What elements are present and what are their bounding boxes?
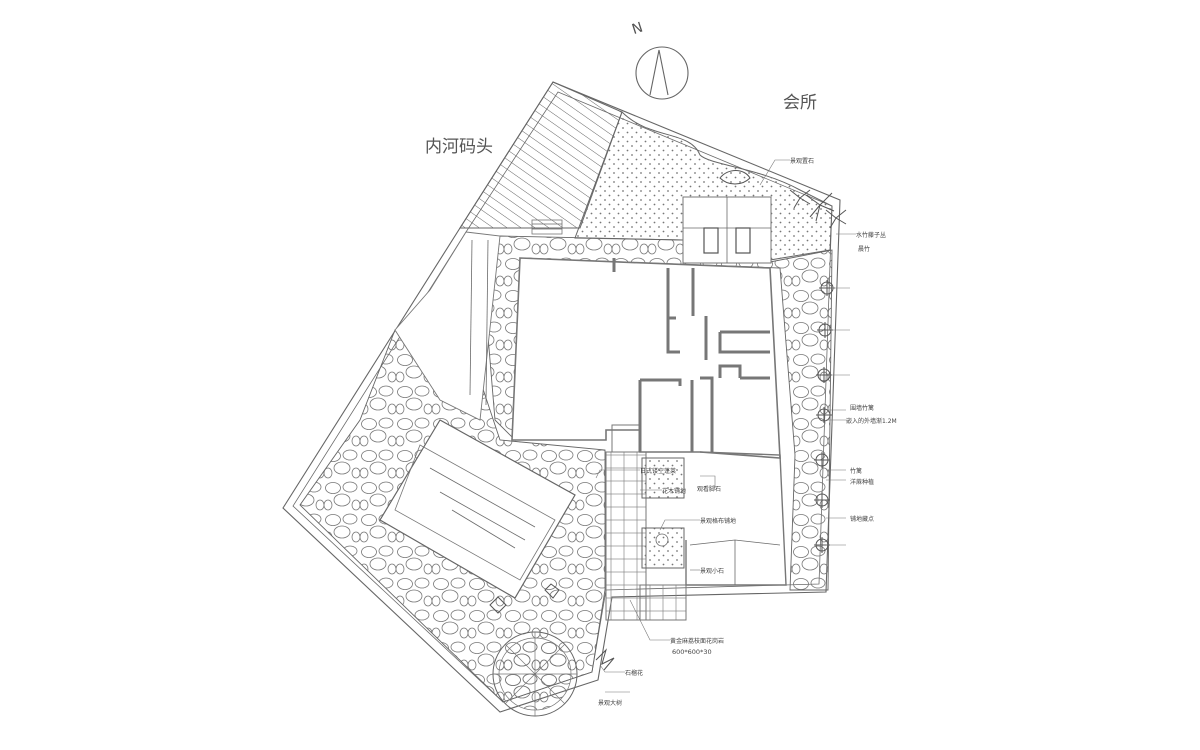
callout-japanese-lantern: 日式镂空蓬莱	[640, 467, 676, 475]
callout-bamboo: 晨竹	[858, 245, 870, 253]
callout-viewing-stone: 观看脚石	[697, 485, 721, 493]
callout-pomegranate: 石榴花	[625, 669, 643, 677]
north-label: N	[630, 20, 645, 38]
north-arrow-needle	[649, 49, 669, 96]
north-arrow-circle	[635, 46, 689, 100]
planter-boxes	[641, 457, 685, 569]
callout-grid-paving: 景观格布铺地	[700, 517, 736, 525]
callout-small-stone: 景观小石	[700, 567, 724, 575]
west-walkway	[394, 231, 501, 421]
leader-lines	[595, 159, 856, 693]
callout-bamboo-fence: 围墙竹篱	[850, 404, 874, 412]
timber-deck	[379, 419, 576, 599]
inner-river-pier-label: 内河码头	[425, 137, 493, 157]
callout-feature-rock: 景观置石	[790, 158, 814, 165]
callout-granite-size: 600*600*30	[672, 648, 712, 656]
callout-planted-paving: 花木铺地	[662, 487, 686, 495]
site-boundary	[282, 81, 841, 713]
callout-wall-height: 嵌入的外墙渐1.2M	[846, 417, 897, 425]
callout-bamboo-hedge: 竹篱	[850, 467, 862, 475]
lounge-chair	[703, 227, 719, 254]
callout-labels: 景观置石 水竹藤子丛 晨竹 围墙竹篱 嵌入的外墙渐1.2M 竹篱 洋蔴种植 铺地…	[598, 158, 897, 707]
callout-planting: 洋蔴种植	[850, 478, 874, 486]
terrace	[682, 196, 772, 264]
callout-granite: 黄金麻荔枝面花岗岩	[670, 637, 724, 645]
feature-rock	[719, 170, 751, 185]
clubhouse-label: 会所	[783, 93, 817, 113]
lawn-area	[574, 111, 833, 261]
entry-steps	[531, 219, 563, 235]
lounge-chair	[735, 227, 751, 254]
callout-paving-spot: 铺地藏点	[850, 515, 874, 523]
north-arrow: N	[630, 20, 689, 100]
granite-paving-landing	[639, 584, 687, 621]
callout-bamboo-cluster: 水竹藤子丛	[856, 231, 886, 239]
large-tree-symbol	[492, 631, 578, 717]
entry-pad	[611, 424, 641, 453]
callout-large-tree: 景观大树	[598, 699, 622, 707]
